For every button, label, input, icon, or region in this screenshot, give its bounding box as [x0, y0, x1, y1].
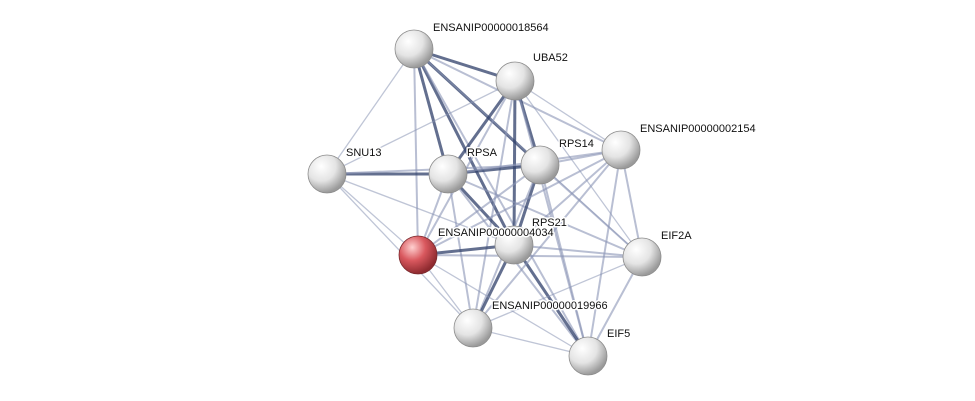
labels-layer: ENSANIP00000018564UBA52ENSANIP0000000215…: [345, 21, 758, 342]
edge-rps21-ensanip00000002154[interactable]: [513, 149, 622, 246]
node-label-uba52: UBA52: [533, 52, 568, 64]
edge-uba52-ensanip00000019966[interactable]: [472, 80, 516, 329]
node-label-snu13: SNU13: [346, 147, 381, 159]
node-label-ensanip00000019966: ENSANIP00000019966: [492, 300, 608, 312]
edge-ensanip00000019966-eif5[interactable]: [472, 327, 589, 357]
node-ensanip00000018564[interactable]: [394, 29, 434, 69]
node-ensanip00000002154[interactable]: [601, 130, 641, 170]
edge-ensanip00000018564-rpsa[interactable]: [412, 48, 450, 175]
edge-ensanip00000002154-ensanip00000004034[interactable]: [417, 149, 622, 256]
node-label-rps14: RPS14: [559, 138, 594, 150]
node-label-eif5: EIF5: [607, 328, 630, 340]
edge-snu13-rps21[interactable]: [326, 173, 515, 246]
edge-rpsa-eif5[interactable]: [447, 173, 589, 357]
edge-ensanip00000004034-eif5[interactable]: [417, 254, 589, 357]
node-ensanip00000004034[interactable]: [398, 235, 438, 275]
node-uba52[interactable]: [495, 61, 535, 101]
node-label-eif2a: EIF2A: [661, 230, 692, 242]
node-rps14[interactable]: [520, 145, 560, 185]
edge-uba52-ensanip00000002154[interactable]: [514, 80, 622, 151]
node-label-ensanip00000018564: ENSANIP00000018564: [433, 22, 549, 34]
edge-snu13-ensanip00000004034[interactable]: [326, 173, 419, 256]
node-eif2a[interactable]: [622, 237, 662, 277]
node-label-rpsa: RPSA: [467, 147, 498, 159]
node-label-rps21: RPS21: [532, 217, 567, 229]
edge-ensanip00000018564-rps21[interactable]: [412, 48, 516, 246]
edge-ensanip00000002154-ensanip00000019966[interactable]: [472, 149, 622, 329]
edge-eif2a-ensanip00000019966[interactable]: [472, 256, 643, 329]
edge-rps14-eif2a[interactable]: [539, 164, 643, 258]
edge-uba52-rps21[interactable]: [512, 80, 517, 246]
node-eif5[interactable]: [568, 336, 608, 376]
edge-rps14-eif5[interactable]: [539, 164, 589, 357]
edge-ensanip00000002154-eif5[interactable]: [587, 149, 622, 357]
node-snu13[interactable]: [307, 154, 347, 194]
edge-rps14-ensanip00000004034[interactable]: [417, 164, 541, 256]
edge-ensanip00000018564-ensanip00000004034[interactable]: [413, 48, 419, 256]
edge-rps21-eif2a[interactable]: [513, 244, 643, 258]
node-label-ensanip00000004034: ENSANIP00000004034: [438, 227, 554, 239]
edge-ensanip00000004034-eif2a[interactable]: [417, 254, 643, 258]
edge-uba52-snu13[interactable]: [326, 80, 516, 175]
nodes-layer: [307, 29, 662, 376]
edge-ensanip00000018564-eif5[interactable]: [413, 48, 589, 357]
edge-rpsa-eif2a[interactable]: [447, 173, 643, 258]
edge-uba52-eif2a[interactable]: [514, 80, 643, 258]
node-label-ensanip00000002154: ENSANIP00000002154: [640, 123, 756, 135]
node-rps21[interactable]: [494, 225, 534, 265]
edge-ensanip00000018564-snu13[interactable]: [326, 48, 415, 175]
node-rpsa[interactable]: [428, 154, 468, 194]
edges-layer: [326, 47, 643, 357]
node-ensanip00000019966[interactable]: [453, 308, 493, 348]
